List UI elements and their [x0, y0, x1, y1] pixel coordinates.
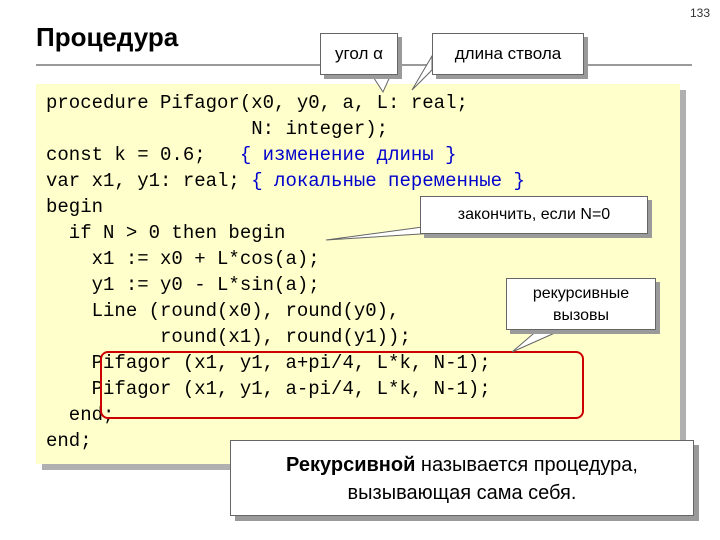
code-line: var x1, y1: real;: [46, 170, 252, 192]
slide-title: Процедура: [36, 22, 179, 52]
definition-line-1: Рекурсивной называется процедура,: [231, 451, 693, 479]
code-line: Pifagor (x1, y1, a-pi/4, L*k, N-1);: [46, 378, 491, 400]
code-line: round(x1), round(y1));: [46, 326, 411, 348]
definition-line-2: вызывающая сама себя.: [347, 482, 577, 504]
code-line: Pifagor (x1, y1, a+pi/4, L*k, N-1);: [46, 352, 491, 374]
definition-text: называется процедура,: [415, 454, 638, 476]
angle-pointer: [369, 71, 393, 94]
code-line: end;: [46, 430, 92, 452]
code-line: procedure Pifagor(x0, y0, a, L: real;: [46, 92, 468, 114]
length-callout: длина ствола: [432, 33, 584, 75]
code-line: x1 := x0 + L*cos(a);: [46, 248, 320, 270]
recursive-pointer: [511, 327, 567, 353]
code-line: if N > 0 then begin: [46, 222, 286, 244]
code-listing: procedure Pifagor(x0, y0, a, L: real; N:…: [46, 90, 525, 454]
definition-box: Рекурсивной называется процедура, вызыва…: [230, 440, 694, 516]
slide-number: 133: [689, 6, 710, 20]
recursive-calls-callout: рекурсивные вызовы: [506, 278, 656, 330]
callout-line: рекурсивные: [532, 285, 630, 302]
code-line: const k = 0.6;: [46, 144, 240, 166]
callout-line: вызовы: [552, 307, 610, 324]
code-panel: [36, 84, 680, 464]
definition-term: Рекурсивной: [286, 454, 416, 476]
angle-callout: угол α: [320, 33, 398, 75]
code-line: end;: [46, 404, 115, 426]
code-comment: { изменение длины }: [239, 144, 457, 166]
code-comment: { локальные переменные }: [251, 170, 525, 192]
length-pointer: [411, 54, 433, 91]
recursive-calls-highlight: [100, 351, 584, 419]
stop-condition-callout: закончить, если N=0: [420, 196, 648, 234]
code-line: y1 := y0 - L*sin(a);: [46, 274, 320, 296]
code-line: begin: [46, 196, 104, 218]
code-line: N: integer);: [46, 118, 389, 140]
code-line: Line (round(x0), round(y0),: [46, 300, 400, 322]
